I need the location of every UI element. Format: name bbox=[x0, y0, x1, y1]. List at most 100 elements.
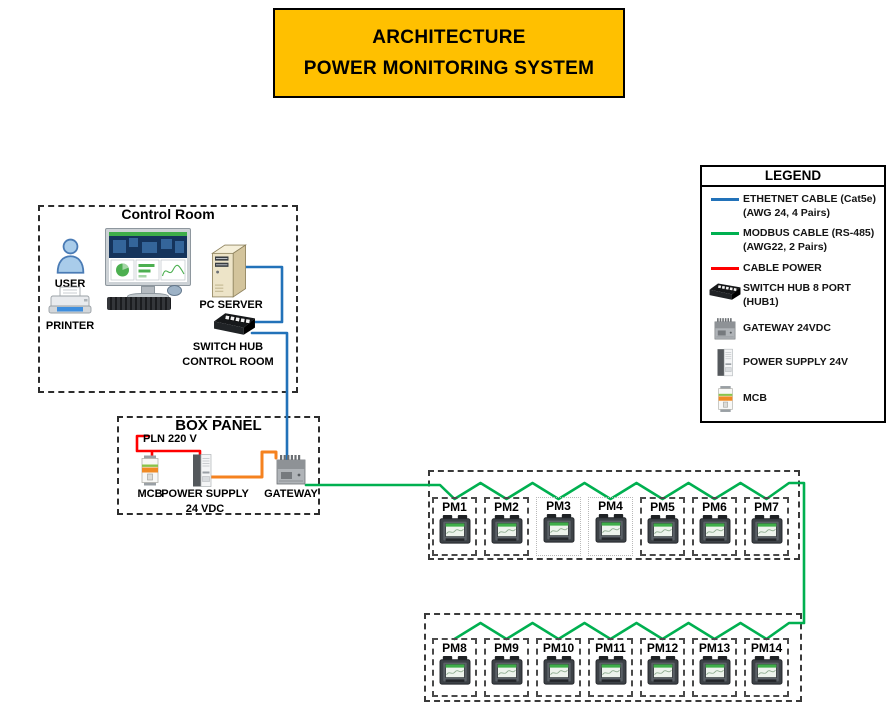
user-icon bbox=[55, 238, 86, 274]
legend-item-line2: (HUB1) bbox=[743, 296, 779, 309]
switch-hub-icon bbox=[708, 282, 742, 302]
pm11-label: PM11 bbox=[595, 641, 626, 655]
power-meter-icon bbox=[490, 515, 524, 545]
printer-label: PRINTER bbox=[45, 320, 95, 332]
power-meter-icon bbox=[698, 515, 732, 545]
power-meter-icon bbox=[646, 656, 680, 686]
printer-icon bbox=[47, 286, 93, 320]
pm7-box: PM7 bbox=[744, 497, 789, 556]
legend-item-line1: GATEWAY 24VDC bbox=[743, 321, 831, 334]
gateway-icon bbox=[273, 454, 309, 486]
legend-item-switch-hub: SWITCH HUB 8 PORT (HUB1) bbox=[707, 282, 879, 310]
control-room-title: Control Room bbox=[121, 206, 215, 222]
monitor-icon bbox=[105, 228, 191, 286]
switch-hub-label-line1: SWITCH HUB bbox=[192, 341, 264, 353]
title-banner: ARCHITECTURE POWER MONITORING SYSTEM bbox=[273, 8, 625, 98]
pm13-label: PM13 bbox=[698, 641, 731, 655]
pm9-label: PM9 bbox=[494, 641, 519, 655]
legend-title: LEGEND bbox=[702, 167, 884, 187]
modbus-cable-daisy-chain bbox=[304, 481, 806, 641]
pm12-label: PM12 bbox=[646, 641, 679, 655]
switch-hub-label-line2: CONTROL ROOM bbox=[182, 356, 274, 368]
pm6-label: PM6 bbox=[702, 500, 727, 514]
power-meter-icon bbox=[698, 656, 732, 686]
pm10-box: PM10 bbox=[536, 638, 581, 697]
pm1-box: PM1 bbox=[432, 497, 477, 556]
pm4-box: PM4 bbox=[588, 497, 633, 556]
box-panel-title: BOX PANEL bbox=[175, 417, 262, 434]
ethernet-cable-line bbox=[711, 198, 739, 201]
power-meter-icon bbox=[542, 514, 576, 544]
box-panel-box bbox=[117, 416, 320, 515]
pm5-box: PM5 bbox=[640, 497, 685, 556]
power-meter-icon bbox=[542, 656, 576, 686]
switch-hub-icon bbox=[212, 312, 257, 337]
pm5-label: PM5 bbox=[650, 500, 675, 514]
pm7-label: PM7 bbox=[754, 500, 779, 514]
legend-item-mcb: MCB bbox=[707, 385, 879, 413]
legend-item-line1: MODBUS CABLE (RS-485) bbox=[743, 227, 875, 240]
legend-item-modbus: MODBUS CABLE (RS-485) (AWG22, 2 Pairs) bbox=[707, 227, 879, 255]
power-supply-label-line2: 24 VDC bbox=[185, 503, 225, 515]
pc-server-icon bbox=[210, 243, 248, 299]
legend-item-line1: MCB bbox=[743, 392, 767, 405]
gateway-icon bbox=[712, 317, 738, 341]
pm2-label: PM2 bbox=[494, 500, 519, 514]
legend-item-line2: (AWG22, 2 Pairs) bbox=[743, 241, 828, 254]
legend-item-line1: CABLE POWER bbox=[743, 261, 822, 274]
pm9-box: PM9 bbox=[484, 638, 529, 697]
legend-item-line1: SWITCH HUB 8 PORT bbox=[743, 282, 851, 295]
pm14-box: PM14 bbox=[744, 638, 789, 697]
mcb-icon bbox=[716, 385, 735, 413]
ethernet-cable-hub-to-gateway bbox=[250, 331, 289, 462]
legend-item-line1: ETHETNET CABLE (Cat5e) bbox=[743, 193, 877, 205]
mcb-icon bbox=[139, 454, 161, 487]
power-meter-icon bbox=[438, 515, 472, 545]
dc-cable-psu-to-gateway bbox=[209, 450, 278, 479]
legend-box: LEGEND ETHETNET CABLE (Cat5e) (AWG 24, 4… bbox=[700, 165, 886, 423]
pm12-box: PM12 bbox=[640, 638, 685, 697]
power-meter-icon bbox=[750, 515, 784, 545]
control-room-box bbox=[38, 205, 298, 393]
pm8-label: PM8 bbox=[442, 641, 467, 655]
pm-group-box-row2 bbox=[424, 613, 802, 702]
ethernet-cable-server-to-hub bbox=[244, 265, 284, 324]
modbus-cable-line bbox=[711, 232, 739, 236]
power-meter-icon bbox=[594, 656, 628, 686]
pln-source-label: PLN 220 V bbox=[143, 433, 197, 445]
pc-server-label: PC SERVER bbox=[199, 299, 263, 311]
legend-item-gateway: GATEWAY 24VDC bbox=[707, 317, 879, 341]
power-supply-icon bbox=[190, 452, 214, 489]
pm11-box: PM11 bbox=[588, 638, 633, 697]
pm8-box: PM8 bbox=[432, 638, 477, 697]
legend-item-cable-power: CABLE POWER bbox=[707, 262, 879, 276]
gateway-label: GATEWAY bbox=[264, 488, 318, 500]
legend-items: ETHETNET CABLE (Cat5e) (AWG 24, 4 Pairs)… bbox=[702, 187, 884, 421]
keyboard-icon bbox=[107, 297, 171, 310]
legend-item-ethernet: ETHETNET CABLE (Cat5e) (AWG 24, 4 Pairs) bbox=[707, 193, 879, 221]
dashboard-screen bbox=[109, 232, 187, 282]
pm6-box: PM6 bbox=[692, 497, 737, 556]
power-supply-icon bbox=[715, 347, 735, 378]
power-meter-icon bbox=[490, 656, 524, 686]
pm13-box: PM13 bbox=[692, 638, 737, 697]
pm4-label: PM4 bbox=[598, 499, 623, 513]
power-meter-icon bbox=[646, 515, 680, 545]
legend-item-line2: (AWG 24, 4 Pairs) bbox=[743, 206, 830, 219]
mcb-label: MCB bbox=[137, 488, 163, 500]
pm10-label: PM10 bbox=[542, 641, 575, 655]
power-supply-label-line1: POWER SUPPLY bbox=[161, 488, 249, 500]
legend-item-line1: POWER SUPPLY 24V bbox=[743, 355, 849, 368]
pm-group-box-row1 bbox=[428, 470, 800, 560]
pm2-box: PM2 bbox=[484, 497, 529, 556]
title-line-2: POWER MONITORING SYSTEM bbox=[303, 57, 595, 79]
legend-item-power-supply: POWER SUPPLY 24V bbox=[707, 347, 879, 378]
pm3-label: PM3 bbox=[546, 499, 571, 513]
power-meter-icon bbox=[750, 656, 784, 686]
pm1-label: PM1 bbox=[442, 500, 467, 514]
pm3-box: PM3 bbox=[536, 497, 581, 556]
power-meter-icon bbox=[438, 656, 472, 686]
power-meter-icon bbox=[594, 514, 628, 544]
mouse-icon bbox=[167, 285, 182, 296]
